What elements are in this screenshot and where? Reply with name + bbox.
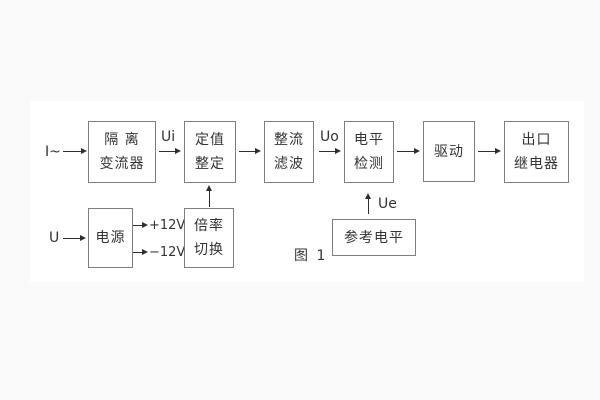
arrow-right-icon [397,147,420,155]
arrow-right-icon [319,147,341,155]
block-label: 隔 离 [104,132,140,148]
arrow-right-icon [478,147,501,155]
block-label: 滤波 [274,156,304,172]
block-setpoint-adjust: 定值 整定 [184,121,236,183]
label-input-current: I~ [45,144,61,160]
block-rectifier-filter: 整流 滤波 [264,121,314,183]
label-plus-12v: +12V [149,218,186,233]
block-label: 变流器 [99,156,145,172]
block-power-supply: 电源 [88,208,133,268]
label-input-voltage: U [49,230,60,246]
block-label: 切换 [194,242,224,258]
block-label: 整定 [195,156,225,172]
block-label: 电平 [354,132,384,148]
arrow-right-icon [159,147,181,155]
block-driver: 驱动 [423,121,475,182]
block-label: 整流 [274,132,304,148]
arrow-right-icon [63,234,86,242]
block-label: 倍率 [194,218,224,234]
arrow-up-icon [205,185,213,207]
block-label: 出口 [521,132,552,148]
block-label: 继电器 [514,156,559,172]
label-uo: Uo [320,129,339,145]
block-isolation-transformer: 隔 离 变流器 [88,121,156,183]
arrow-right-icon [133,221,148,229]
block-label: 定值 [195,132,225,148]
block-ratio-switch: 倍率 切换 [184,208,234,268]
label-minus-12v: −12V [149,245,186,260]
block-output-relay: 出口 继电器 [504,121,569,183]
label-ue: Ue [378,196,397,212]
block-reference-level: 参考电平 [332,219,416,256]
figure-caption: 图 1 [294,248,328,264]
arrow-right-icon [133,248,148,256]
arrow-up-icon [364,193,372,214]
label-ui: Ui [161,129,176,145]
arrow-right-icon [239,147,261,155]
block-label: 电源 [95,230,126,246]
block-label: 检测 [354,156,384,172]
block-label: 参考电平 [344,229,404,246]
block-level-detector: 电平 检测 [344,121,394,183]
block-label: 驱动 [434,143,464,160]
arrow-right-icon [63,147,87,155]
